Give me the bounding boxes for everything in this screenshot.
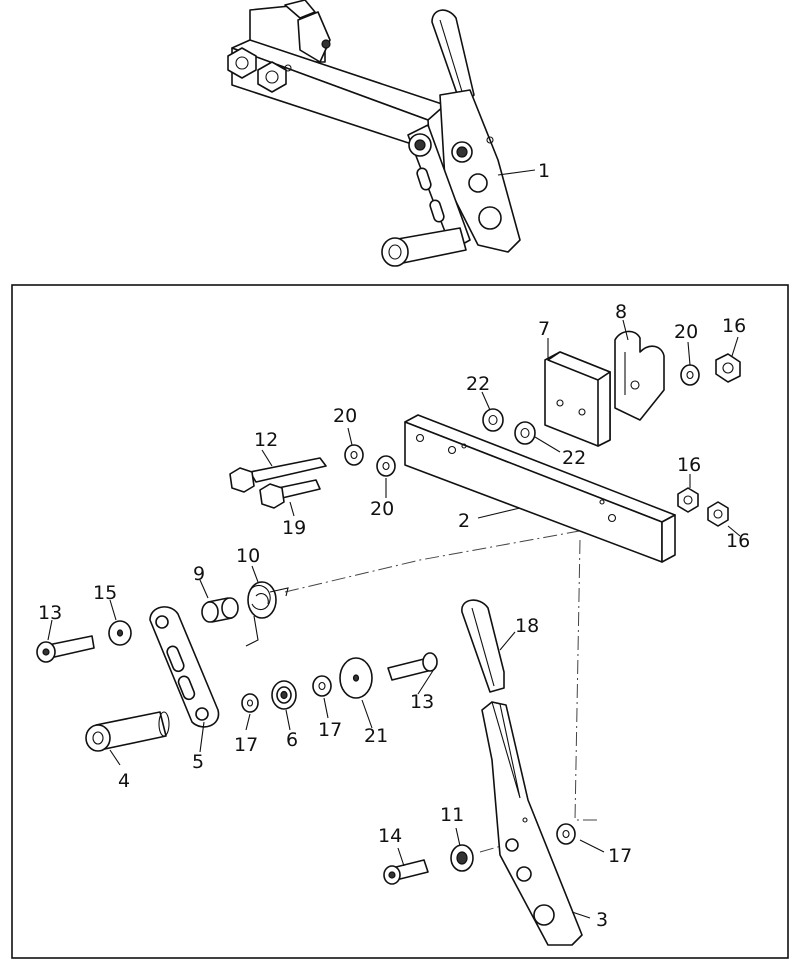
part-labels: 7 8 20 16 22 22 20 20 12 19 2 16 16 10 9…	[38, 301, 750, 931]
part-8-clamp-jaw	[614, 330, 665, 421]
part-6-bearing	[271, 680, 297, 710]
assembled-lever-pad	[431, 9, 475, 109]
part-21-large-washer	[339, 657, 373, 699]
part-19-short-bolt	[259, 479, 321, 509]
part-17-washer-middle	[312, 675, 332, 697]
label-part-12: 12	[254, 429, 278, 451]
part-7-clamp-block	[544, 351, 611, 447]
part-22-bushing-a	[482, 408, 504, 432]
leader-lines	[47, 319, 741, 919]
label-part-17-middle: 17	[318, 719, 342, 741]
label-part-5: 5	[192, 751, 204, 773]
label-part-17-right: 17	[608, 845, 632, 867]
label-part-18: 18	[515, 615, 539, 637]
part-9-bushing	[201, 597, 239, 623]
label-part-9: 9	[193, 563, 205, 585]
part-2-long-bar	[404, 414, 676, 563]
label-part-17-left: 17	[234, 734, 258, 756]
label-part-14: 14	[378, 825, 402, 847]
label-part-16-lower: 16	[726, 530, 750, 552]
assembled-view: 1	[227, 0, 550, 267]
part-16-nut-top	[715, 353, 741, 383]
label-part-15: 15	[93, 582, 117, 604]
part-17-washer-right	[556, 823, 576, 845]
part-11-bushing	[450, 844, 474, 872]
label-part-11: 11	[440, 804, 464, 826]
part-5-link-arm	[149, 606, 220, 728]
label-part-3: 3	[596, 909, 608, 931]
label-part-16-middle: 16	[677, 454, 701, 476]
part-20-washer-top	[680, 364, 700, 386]
label-part-22-upper: 22	[466, 373, 490, 395]
label-part-10: 10	[236, 545, 260, 567]
assembled-foot-peg	[381, 227, 467, 267]
part-10-spring	[245, 581, 289, 647]
label-part-16-top: 16	[722, 315, 746, 337]
part-4-cylinder	[85, 711, 170, 752]
part-13-bolt-left	[36, 635, 95, 663]
label-part-2: 2	[458, 510, 470, 532]
label-part-7: 7	[538, 318, 550, 340]
label-part-20-upper: 20	[333, 405, 357, 427]
part-20-washer-lower	[376, 455, 396, 477]
assembled-pivot	[408, 133, 473, 163]
part-12-long-bolt	[229, 457, 327, 493]
label-part-4: 4	[118, 770, 130, 792]
part-18-lever-pad	[461, 599, 505, 693]
part-20-washer-upper	[344, 444, 364, 466]
label-part-6: 6	[286, 729, 298, 751]
label-part-13-left: 13	[38, 602, 62, 624]
label-part-20-lower: 20	[370, 498, 394, 520]
label-part-22-lower: 22	[562, 447, 586, 469]
part-22-bushing-b	[514, 421, 536, 445]
label-part-21: 21	[364, 725, 388, 747]
label-part-13-right: 13	[410, 691, 434, 713]
part-14-bolt	[383, 859, 429, 885]
part-3-lever-plate	[481, 701, 583, 946]
part-13-bolt-right	[387, 652, 438, 681]
part-17-washer-left	[241, 693, 259, 713]
assembled-bolts	[227, 47, 287, 93]
label-part-19: 19	[282, 517, 306, 539]
exploded-view-frame	[11, 284, 789, 959]
part-16-nut-lower	[707, 501, 729, 527]
label-part-8: 8	[615, 301, 627, 323]
part-16-nut-middle	[677, 487, 699, 513]
label-part-20-top: 20	[674, 321, 698, 343]
part-15-washer	[108, 620, 132, 646]
alignment-centerlines	[284, 519, 641, 853]
label-part-1: 1	[538, 160, 550, 182]
